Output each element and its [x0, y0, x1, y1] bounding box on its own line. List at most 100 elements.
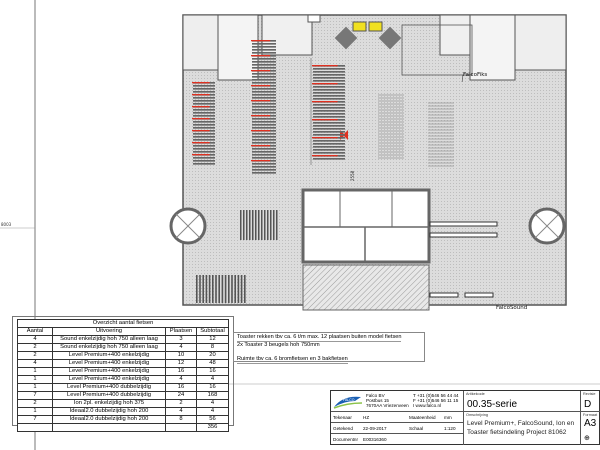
label-falcofiks: FalcoFiks: [463, 72, 488, 78]
bike-rack: [252, 94, 276, 96]
table-cell: 4: [165, 343, 197, 352]
core-rooms: [301, 188, 431, 264]
bike-rack: [252, 121, 276, 123]
bike-rack: [193, 133, 215, 135]
bike-rack: [273, 210, 275, 240]
table-cell: 24: [165, 391, 197, 400]
bike-rack: [252, 127, 276, 129]
revisie: Revisie D: [581, 391, 600, 412]
bike-rack: [252, 148, 276, 150]
bike-rack: [240, 275, 243, 303]
bike-rack: [313, 134, 345, 136]
bike-rack: [252, 43, 276, 45]
bike-rack: [313, 146, 345, 148]
room: [439, 14, 471, 56]
bike-rack: [252, 88, 276, 90]
annotation-note: Toaster rekken tbv ca. 6 t/m max. 12 pla…: [233, 332, 425, 364]
rack-marker: [312, 101, 338, 103]
table-cell: 168: [195, 391, 230, 400]
bike-rack: [313, 107, 345, 109]
note-line-1: Toaster rekken tbv ca. 6 t/m max. 12 pla…: [237, 334, 402, 342]
bike-rack: [252, 157, 276, 159]
rack-marker: [192, 118, 210, 120]
bike-rack: [252, 76, 276, 78]
bike-rack: [252, 49, 276, 51]
bike-rack: [193, 127, 215, 129]
rack-marker: [192, 142, 210, 144]
rack-marker: [192, 82, 210, 84]
bike-rack: [252, 142, 276, 144]
table-cell: 4: [17, 335, 53, 344]
room: [182, 14, 219, 71]
bike-rack: [255, 210, 257, 240]
bike-rack: [252, 52, 276, 54]
row-getekend: Getekend 22-09-2017 Schaal 1:120: [331, 423, 464, 434]
svg-text:FALCO: FALCO: [343, 398, 355, 402]
table-cell: 4: [165, 407, 197, 416]
rack-marker: [312, 155, 338, 157]
bike-rack: [313, 74, 345, 76]
bike-rack: [313, 116, 345, 118]
bike-rack: [193, 139, 215, 141]
table-cell: 8: [165, 415, 197, 424]
bike-rack: [246, 210, 248, 240]
table-cell: 16: [165, 367, 197, 376]
table-cell: 3: [165, 335, 197, 344]
zone-outline: [401, 24, 473, 76]
table-cell: Level Premium+400 enkelzijdig: [52, 375, 166, 384]
table-cell: Ideaal2.0 dubbelzijdig hoh 200: [52, 407, 166, 416]
bike-rack: [267, 210, 269, 240]
bike-rack: [244, 275, 246, 303]
table-cell: 1: [17, 367, 53, 376]
bike-rack: [193, 121, 215, 123]
bike-rack: [252, 97, 276, 99]
table-cell: 4: [195, 375, 230, 384]
omschrijving: Omschrijving Level Premium+, FalcoSound,…: [464, 412, 581, 445]
projection-symbol-icon: ⊕: [584, 435, 590, 442]
bike-rack: [234, 275, 236, 303]
bike-rack: [261, 210, 263, 240]
column-header: Subtotaal: [195, 327, 230, 336]
bike-rack: [243, 210, 245, 240]
rack-marker: [192, 94, 210, 96]
table-cell: 10: [165, 351, 197, 360]
rack-marker: [192, 106, 210, 108]
bike-rack: [313, 77, 345, 79]
bike-rack: [313, 92, 345, 94]
rack-marker: [251, 70, 271, 72]
table-cell: 16: [195, 383, 230, 392]
bike-rack: [313, 80, 345, 82]
stairwell: [469, 14, 516, 81]
table-cell: 56: [195, 415, 230, 424]
bike-rack: [313, 110, 345, 112]
bike-rack: [193, 91, 215, 93]
row-documentnr: Documentnr E00316360: [331, 434, 464, 445]
table-cell: Level Premium+400 enkelzijdig: [52, 367, 166, 376]
table-cell: Level Premium+400 dubbelzijdig: [52, 391, 166, 400]
room: [307, 14, 321, 23]
bike-rack: [252, 79, 276, 81]
bike-rack: [193, 109, 215, 111]
table-cell: 12: [195, 335, 230, 344]
bike-rack: [208, 275, 211, 303]
bike-rack: [193, 148, 215, 150]
bike-rack: [252, 73, 276, 75]
bike-rack: [237, 275, 240, 303]
bike-rack: [313, 68, 345, 70]
table-cell: 2: [165, 399, 197, 408]
bike-rack: [313, 122, 345, 124]
bike-rack: [313, 125, 345, 127]
column-header: Aantal: [17, 327, 53, 336]
rack-marker: [251, 55, 271, 57]
row-tekenaar: Tekenaar HZ Maateenheid mm: [331, 412, 464, 423]
bike-rack: [196, 275, 198, 303]
bike-rack: [313, 149, 345, 151]
bike-rack: [252, 58, 276, 60]
bike-rack: [252, 118, 276, 120]
